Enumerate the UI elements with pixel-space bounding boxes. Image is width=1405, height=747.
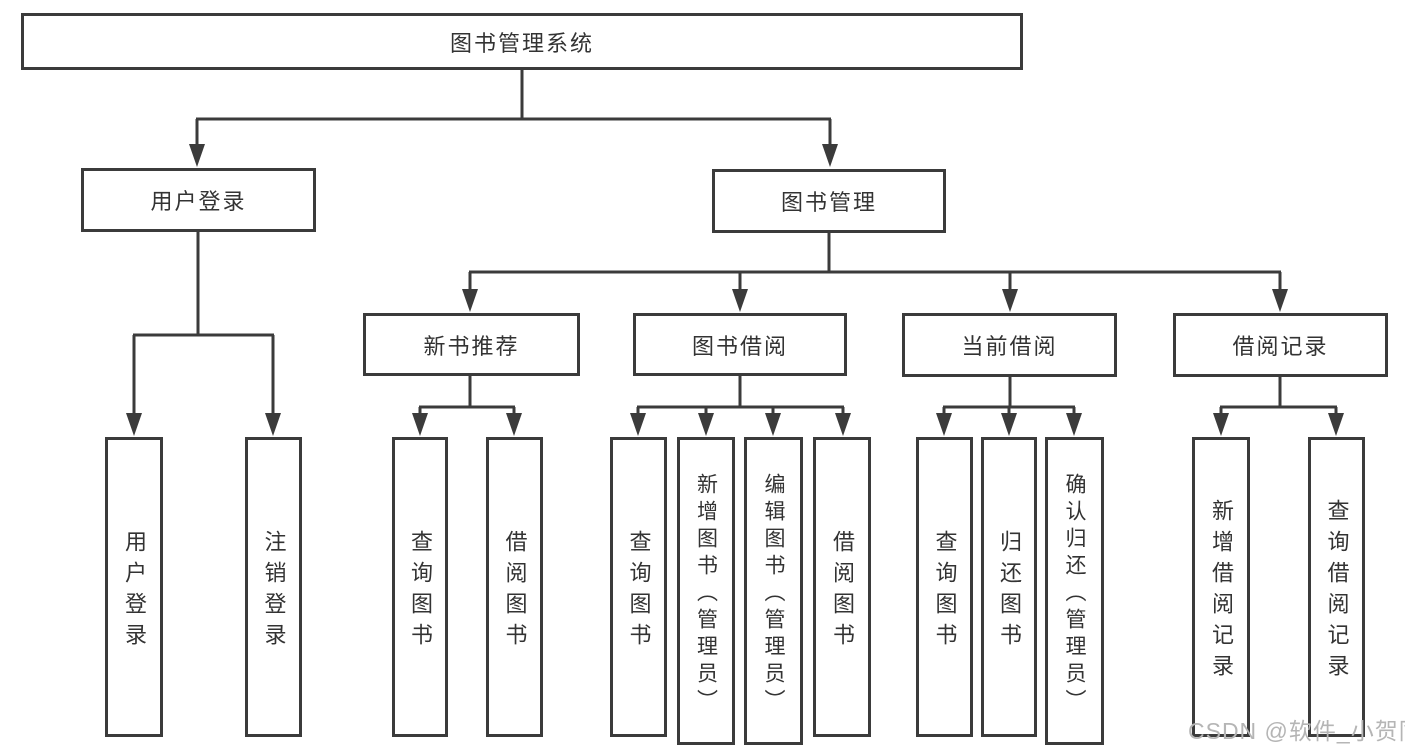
leaf-logout-label: 注销登录: [261, 529, 287, 654]
leaf-borrow-books: 借阅图书: [813, 437, 871, 737]
node-root-label: 图书管理系统: [449, 30, 594, 56]
leaf-borrow-books-recommend-label: 借阅图书: [502, 529, 528, 654]
leaf-confirm-return-admin-label: 确认归还（管理员）: [1063, 472, 1086, 716]
arrow-down-icon: [126, 413, 142, 436]
node-book-management: 图书管理: [712, 169, 946, 233]
leaf-add-borrow-record-label: 新增借阅记录: [1209, 498, 1234, 685]
arrow-down-icon: [506, 413, 522, 436]
arrow-down-icon: [765, 413, 781, 436]
connector-book-borrow-split: [636, 376, 845, 430]
csdn-watermark: CSDN @软件_小贺同学: [1188, 718, 1405, 744]
node-user-login-label: 用户登录: [150, 189, 247, 214]
arrowhead-icon-group: [126, 144, 1344, 436]
leaf-edit-book-admin: 编辑图书（管理员）: [744, 437, 803, 745]
node-new-book-recommend-label: 新书推荐: [423, 333, 520, 359]
node-borrow-records-label: 借阅记录: [1232, 334, 1329, 359]
connector-user-login-split: [132, 232, 275, 430]
leaf-borrow-books-label: 借阅图书: [830, 529, 855, 654]
leaf-edit-book-admin-label: 编辑图书（管理员）: [762, 472, 785, 716]
leaf-add-borrow-record: 新增借阅记录: [1192, 437, 1250, 737]
leaf-user-login-label: 用户登录: [122, 529, 147, 654]
leaf-query-books-current-label: 查询图书: [932, 529, 958, 654]
node-book-borrow: 图书借阅: [633, 313, 847, 376]
leaf-borrow-books-recommend: 借阅图书: [486, 437, 543, 737]
leaf-query-borrow-record-label: 查询借阅记录: [1324, 498, 1350, 685]
node-borrow-records: 借阅记录: [1173, 313, 1388, 377]
connector-root-split: [195, 70, 832, 162]
arrow-down-icon: [732, 289, 748, 312]
node-user-login: 用户登录: [81, 168, 316, 232]
arrow-down-icon: [936, 413, 952, 436]
arrow-down-icon: [698, 413, 714, 436]
leaf-query-books-recommend: 查询图书: [392, 437, 448, 737]
arrow-down-icon: [1001, 413, 1017, 436]
leaf-query-books-current: 查询图书: [916, 437, 973, 737]
node-current-borrow: 当前借阅: [902, 313, 1117, 377]
arrow-down-icon: [412, 413, 428, 436]
leaf-query-borrow-record: 查询借阅记录: [1308, 437, 1365, 737]
arrow-down-icon: [265, 413, 281, 436]
connector-borrow-records-split: [1219, 377, 1338, 430]
leaf-query-books-recommend-label: 查询图书: [408, 529, 433, 654]
arrow-down-icon: [462, 289, 478, 312]
leaf-user-login: 用户登录: [105, 437, 163, 737]
connector-new-book-split: [418, 376, 516, 430]
leaf-logout: 注销登录: [245, 437, 302, 737]
arrow-down-icon: [630, 413, 646, 436]
arrow-down-icon: [1272, 289, 1288, 312]
arrow-down-icon: [822, 144, 838, 167]
arrow-down-icon: [835, 413, 851, 436]
leaf-query-books-borrow: 查询图书: [610, 437, 667, 737]
node-root: 图书管理系统: [21, 13, 1023, 70]
arrow-down-icon: [1066, 413, 1082, 436]
node-current-borrow-label: 当前借阅: [961, 334, 1058, 359]
leaf-add-book-admin: 新增图书（管理员）: [677, 437, 735, 745]
connector-path-group: [132, 70, 1338, 430]
node-new-book-recommend: 新书推荐: [363, 313, 580, 376]
arrow-down-icon: [189, 144, 205, 167]
connector-book-management-split: [468, 233, 1282, 307]
node-book-management-label: 图书管理: [780, 190, 877, 215]
leaf-return-books: 归还图书: [981, 437, 1037, 737]
leaf-add-book-admin-label: 新增图书（管理员）: [694, 472, 718, 716]
arrow-down-icon: [1213, 413, 1229, 436]
leaf-return-books-label: 归还图书: [997, 529, 1022, 654]
leaf-query-books-borrow-label: 查询图书: [626, 529, 652, 654]
arrow-down-icon: [1328, 413, 1344, 436]
arrow-down-icon: [1002, 289, 1018, 312]
leaf-confirm-return-admin: 确认归还（管理员）: [1045, 437, 1104, 745]
node-book-borrow-label: 图书借阅: [691, 333, 788, 359]
